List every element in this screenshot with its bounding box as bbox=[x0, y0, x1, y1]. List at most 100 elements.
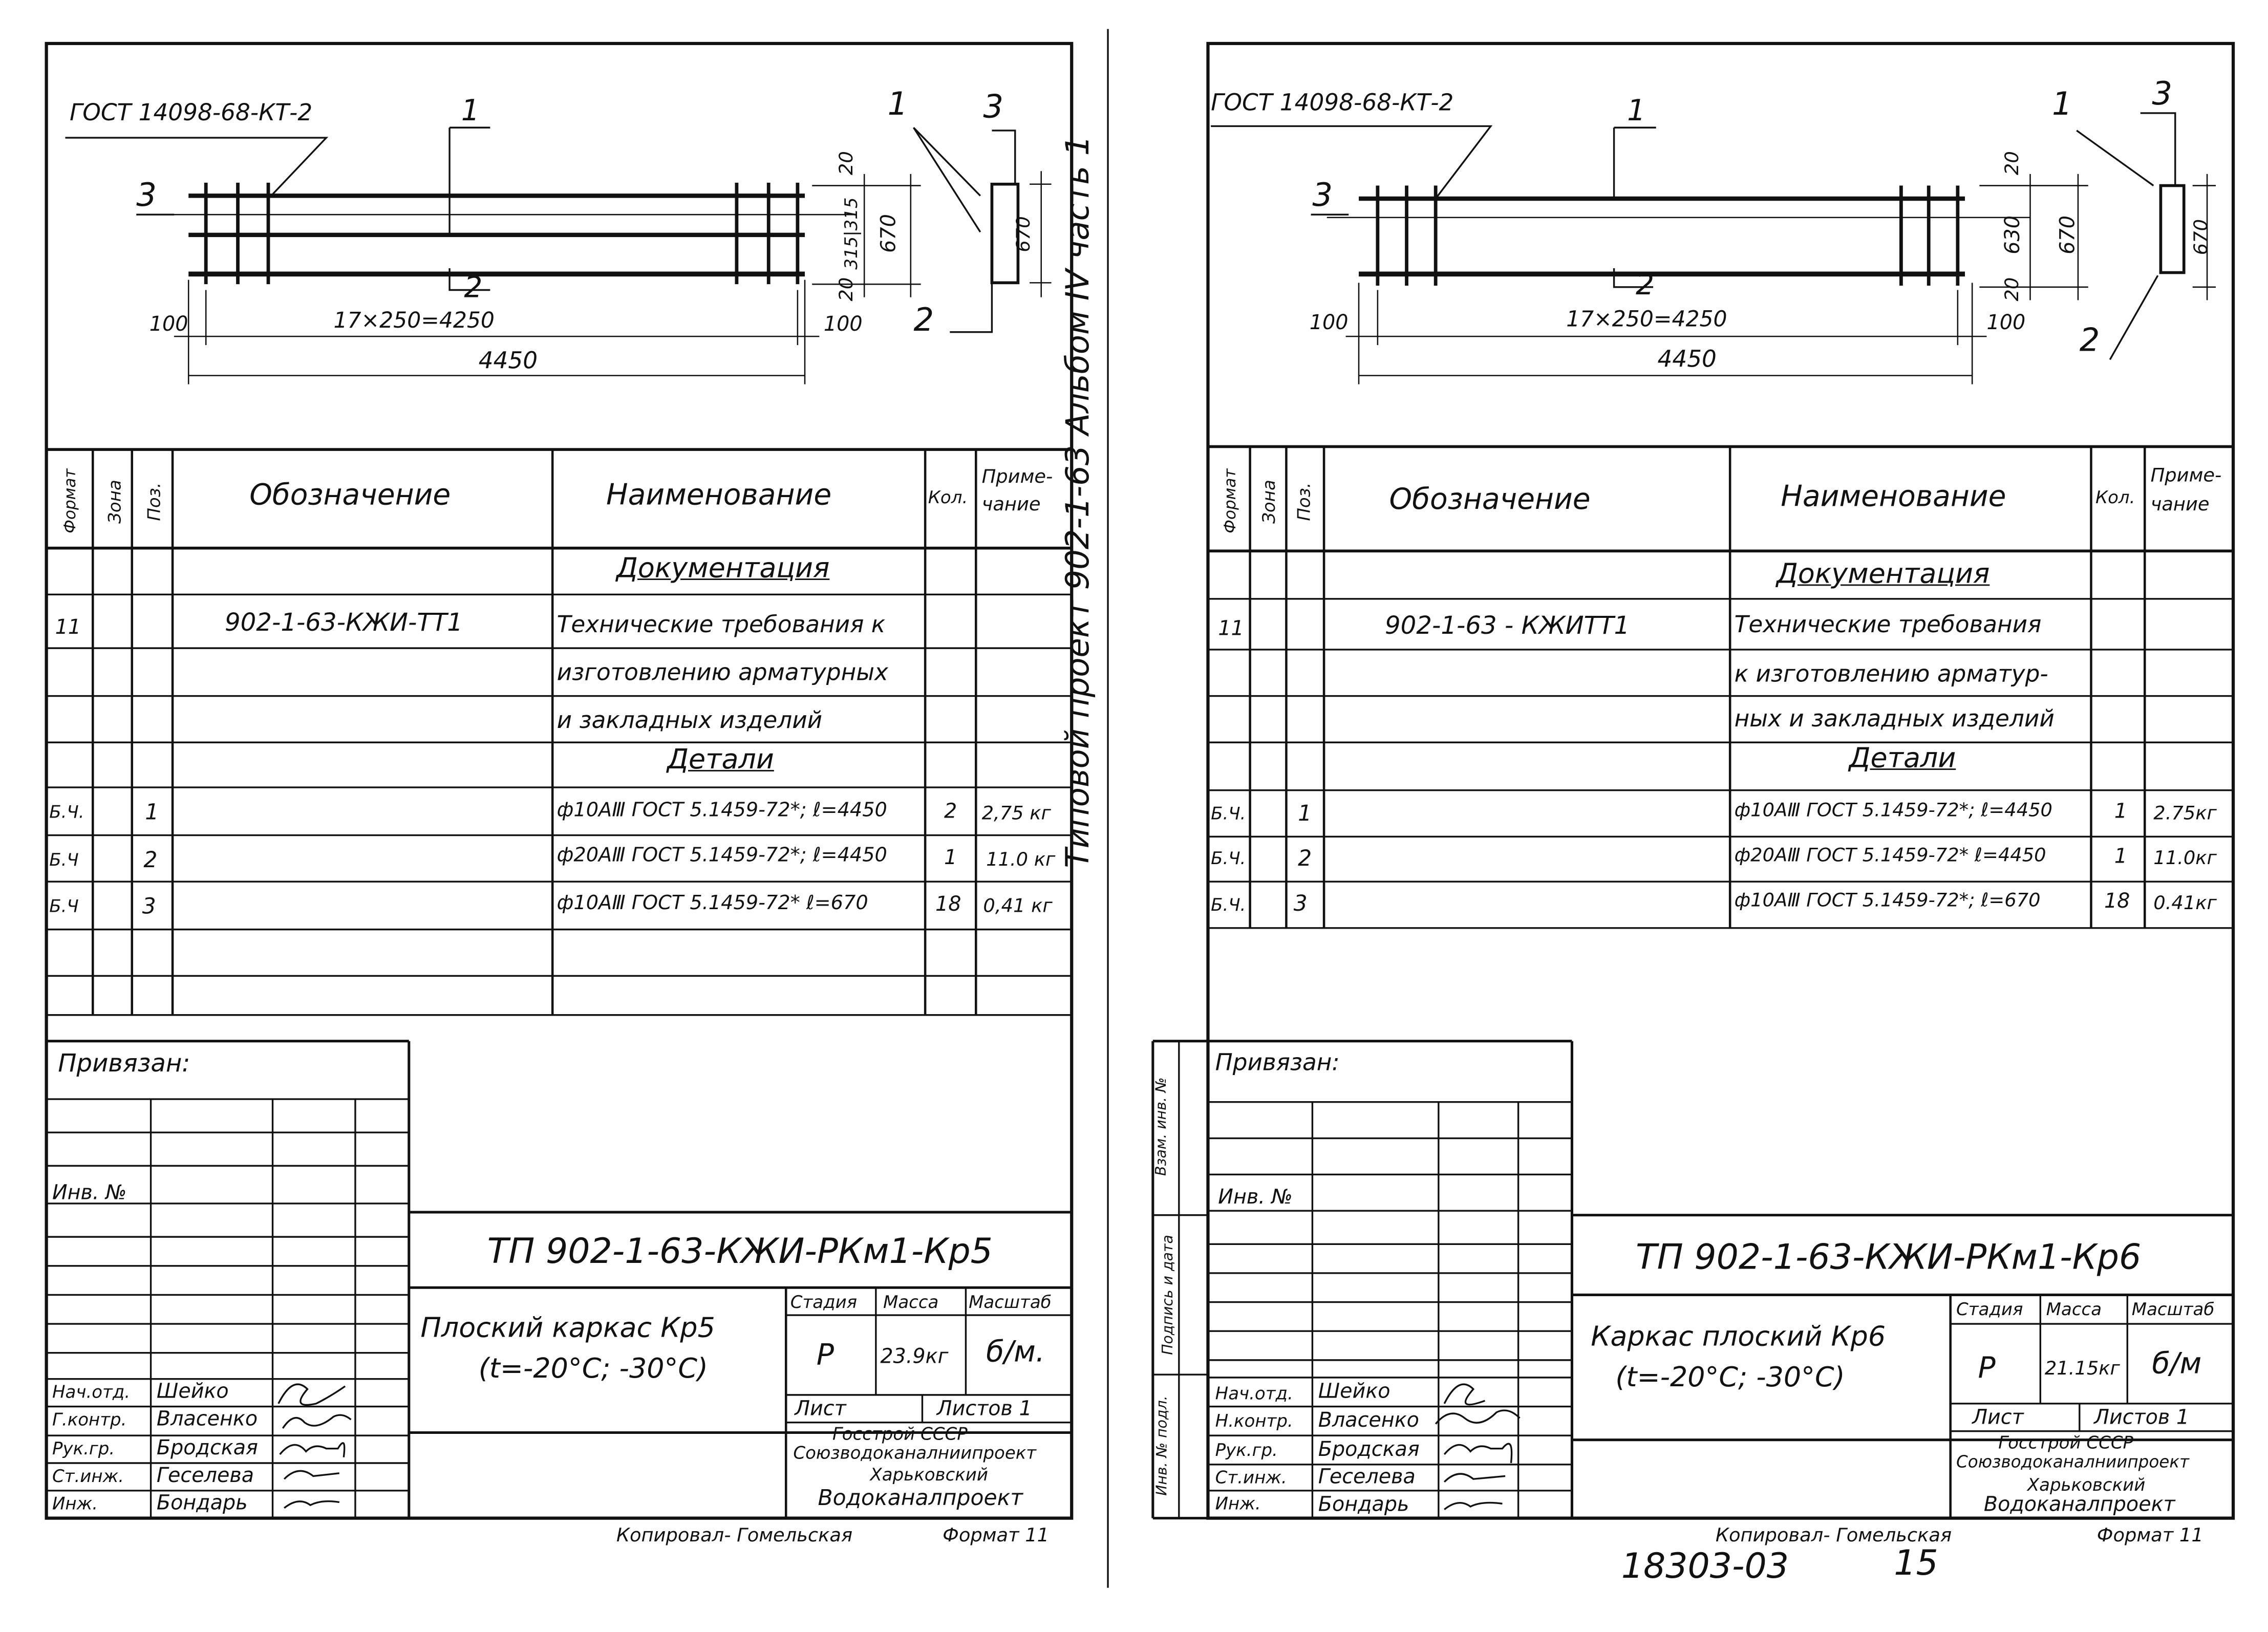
format-label-2: Формат 11 bbox=[2096, 1525, 2203, 1548]
part-1-qty-2: 1 bbox=[2114, 800, 2128, 824]
scale-value-2: б/м bbox=[2152, 1345, 2202, 1381]
part-1-note: 2,75 кг bbox=[981, 803, 1051, 825]
name-1-2: Шейко bbox=[1318, 1380, 1390, 1404]
name-4-2: Геселева bbox=[1318, 1466, 1416, 1489]
dim-100-right-2: 100 bbox=[1986, 311, 2026, 335]
part-1-name-2: ф10АⅢ ГОСТ 5.1459-72*; ℓ=4450 bbox=[1734, 800, 2053, 823]
part-3-name-2: ф10АⅢ ГОСТ 5.1459-72*; ℓ=670 bbox=[1734, 890, 2041, 912]
mass-label-2: Масса bbox=[2046, 1299, 2102, 1320]
drawing-code: ТП 902-1-63-КЖИ-РКм1-Кр5 bbox=[487, 1231, 993, 1272]
section-callout-1: 1 bbox=[887, 87, 908, 123]
part-3-note: 0,41 кг bbox=[983, 896, 1053, 918]
inv-label-2: Инв. № bbox=[1218, 1186, 1293, 1210]
part-1-note-2: 2.75кг bbox=[2153, 803, 2217, 825]
name-3-2: Бродская bbox=[1318, 1438, 1420, 1462]
part-2-name: ф20АⅢ ГОСТ 5.1459-72*; ℓ=4450 bbox=[557, 844, 887, 867]
section-docs-2: Документация bbox=[1776, 558, 1990, 590]
sheets-count-2: Листов 1 bbox=[2094, 1406, 2190, 1430]
sheet-kr5-linework bbox=[45, 41, 1074, 1520]
callout-1: 1 bbox=[461, 93, 480, 128]
scale-value: б/м. bbox=[986, 1334, 1045, 1369]
dim-100-right: 100 bbox=[823, 313, 863, 337]
doc-name-1-2: Технические требования bbox=[1734, 610, 2042, 638]
name-1: Шейко bbox=[156, 1380, 229, 1404]
section-callout-2-2: 2 bbox=[2079, 323, 2100, 360]
role-5-2: Инж. bbox=[1215, 1493, 1261, 1514]
doc-name-2-2: к изготовлению арматур- bbox=[1734, 659, 2048, 688]
stage-value: Р bbox=[816, 1337, 834, 1372]
part-3-pos: 3 bbox=[142, 893, 156, 919]
drawing-title-2-2: (t=-20°С; -30°С) bbox=[1615, 1361, 1845, 1394]
doc-designation: 902-1-63-КЖИ-ТТ1 bbox=[225, 609, 463, 638]
header-note-2-2: чание bbox=[2150, 494, 2210, 517]
section-callout-3-2: 3 bbox=[2152, 77, 2173, 113]
page-number: 15 bbox=[1894, 1542, 1938, 1584]
drawing-title-1-2: Каркас плоский Кр6 bbox=[1591, 1321, 1886, 1353]
name-3: Бродская bbox=[156, 1437, 258, 1461]
callout-3-2: 3 bbox=[1312, 178, 1333, 215]
doc-format-2: 11 bbox=[1218, 617, 1244, 641]
name-2: Власенко bbox=[156, 1408, 258, 1431]
callout-3: 3 bbox=[136, 178, 157, 215]
copied-by: Копировал- Гомельская bbox=[616, 1525, 853, 1548]
org-1: Госстрой СССР bbox=[832, 1424, 968, 1445]
doc-name-3-2: ных и закладных изделий bbox=[1734, 704, 2055, 733]
dim-total: 4450 bbox=[478, 346, 538, 374]
dim-100-left: 100 bbox=[149, 313, 188, 337]
weld-label: ГОСТ 14098-68-КТ-2 bbox=[69, 98, 313, 126]
part-3-format: Б.Ч bbox=[49, 896, 79, 917]
org-4: Водоканалпроект bbox=[818, 1485, 1023, 1511]
callout-2: 2 bbox=[464, 269, 483, 305]
inv-label: Инв. № bbox=[52, 1182, 127, 1205]
callout-1-2: 1 bbox=[1627, 93, 1646, 128]
part-2-format-2: Б.Ч. bbox=[1211, 848, 1246, 869]
org-3-2: Харьковский bbox=[2027, 1474, 2146, 1495]
weld-label-2: ГОСТ 14098-68-КТ-2 bbox=[1211, 88, 1454, 116]
org-2-2: Союзводоканалниипроект bbox=[1956, 1451, 2190, 1472]
doc-name-1: Технические требования к bbox=[557, 610, 886, 638]
doc-name-3: и закладных изделий bbox=[557, 706, 823, 734]
part-2-format: Б.Ч bbox=[49, 849, 79, 870]
part-2-qty-2: 1 bbox=[2114, 845, 2128, 869]
signatures-kr5 bbox=[277, 1383, 352, 1509]
header-qty-2: Кол. bbox=[2095, 487, 2135, 508]
part-3-qty-2: 18 bbox=[2104, 890, 2130, 914]
part-1-qty: 2 bbox=[944, 800, 957, 824]
part-3-pos-2: 3 bbox=[1293, 890, 1308, 917]
role-2-2: Н.контр. bbox=[1215, 1411, 1293, 1431]
part-3-note-2: 0.41кг bbox=[2153, 893, 2217, 915]
doc-name-2: изготовлению арматурных bbox=[557, 658, 888, 686]
header-note-2: чание bbox=[981, 494, 1041, 517]
header-qty: Кол. bbox=[928, 487, 968, 508]
callout-2-2: 2 bbox=[1636, 267, 1655, 302]
part-3-name: ф10АⅢ ГОСТ 5.1459-72* ℓ=670 bbox=[557, 891, 868, 915]
doc-format: 11 bbox=[55, 616, 81, 640]
part-3-format-2: Б.Ч. bbox=[1211, 894, 1246, 915]
section-callout-3: 3 bbox=[983, 90, 1004, 126]
part-2-pos: 2 bbox=[143, 847, 158, 873]
part-1-pos-2: 1 bbox=[1298, 800, 1312, 827]
section-parts-2: Детали bbox=[1849, 742, 1956, 775]
sheets-count: Листов 1 bbox=[936, 1398, 1032, 1421]
part-2-note-2: 11.0кг bbox=[2153, 848, 2217, 870]
name-5: Бондарь bbox=[156, 1492, 248, 1515]
stage-value-2: Р bbox=[1978, 1350, 1996, 1385]
dim-pitch-2: 17×250=4250 bbox=[1566, 306, 1727, 332]
org-3: Харьковский bbox=[870, 1464, 988, 1485]
header-name-2: Наименование bbox=[1781, 478, 2006, 513]
part-1-pos: 1 bbox=[145, 799, 159, 825]
stage-label-2: Стадия bbox=[1956, 1299, 2023, 1320]
name-5-2: Бондарь bbox=[1318, 1493, 1409, 1517]
part-2-pos-2: 2 bbox=[1298, 845, 1312, 872]
stage-label: Стадия bbox=[790, 1292, 858, 1313]
part-2-note: 11.0 кг bbox=[986, 849, 1056, 872]
dim-pitch: 17×250=4250 bbox=[333, 307, 495, 334]
header-name: Наименование bbox=[606, 477, 832, 512]
part-1-format: Б.Ч. bbox=[49, 802, 84, 823]
format-label: Формат 11 bbox=[943, 1525, 1050, 1548]
role-2: Г.контр. bbox=[52, 1409, 127, 1430]
scale-label: Масштаб bbox=[969, 1292, 1052, 1313]
